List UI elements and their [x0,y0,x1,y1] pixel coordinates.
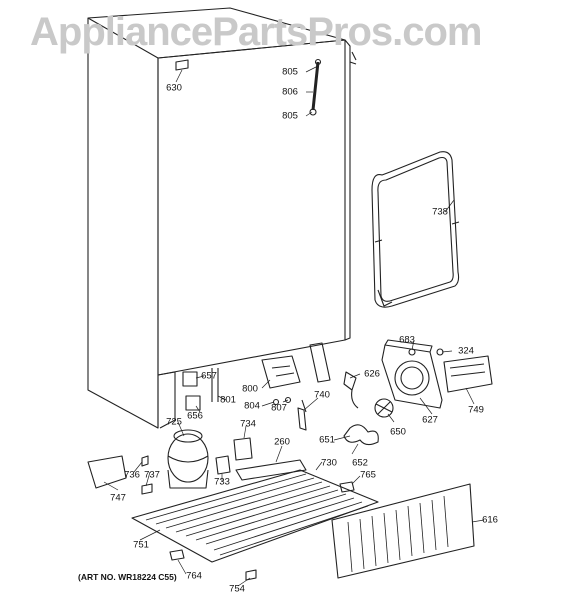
callout-804: 804 [244,400,260,412]
callout-754: 754 [229,583,245,595]
cabinet-left-side [87,18,159,429]
water-tube [311,61,320,111]
cover-747 [87,455,127,489]
cabinet-base [157,371,176,429]
callout-765: 765 [360,469,376,481]
callout-805: 805 [282,110,298,122]
watermark: AppliancePartsPros.com [30,10,482,54]
callout-627: 627 [422,414,438,426]
callout-260: 260 [274,436,290,448]
water-valve-800 [261,355,301,389]
callout-652: 652 [352,457,368,469]
callout-801: 801 [220,394,236,406]
drain-heater-738 [371,151,460,308]
callout-764: 764 [186,570,202,582]
callout-683: 683 [399,334,415,346]
callout-737: 737 [144,469,160,481]
callout-733: 733 [214,476,230,488]
callout-650: 650 [390,426,406,438]
callout-626: 626 [364,368,380,380]
callout-740: 740 [314,389,330,401]
condenser-751 [131,469,379,563]
callout-805: 805 [282,66,298,78]
compressor-725 [167,433,209,483]
control-board-749 [443,355,493,393]
cabinet-back-panel [157,39,346,376]
callout-616: 616 [482,514,498,526]
callout-657: 657 [201,370,217,382]
callout-734: 734 [240,418,256,430]
callout-324: 324 [458,345,474,357]
callout-725: 725 [166,416,182,428]
callout-747: 747 [110,492,126,504]
callout-630: 630 [166,82,182,94]
fan-motor-650 [374,398,394,418]
callout-751: 751 [133,539,149,551]
art-number: (ART NO. WR18224 C55) [78,572,177,582]
grill-616 [331,483,475,579]
callout-656: 656 [187,410,203,422]
callout-736: 736 [124,469,140,481]
fan-blade-651 [343,424,379,446]
callout-738: 738 [432,206,448,218]
callout-807: 807 [271,402,287,414]
callout-806: 806 [282,86,298,98]
callout-651: 651 [319,434,335,446]
callout-749: 749 [468,404,484,416]
callout-800: 800 [242,383,258,395]
callout-730: 730 [321,457,337,469]
